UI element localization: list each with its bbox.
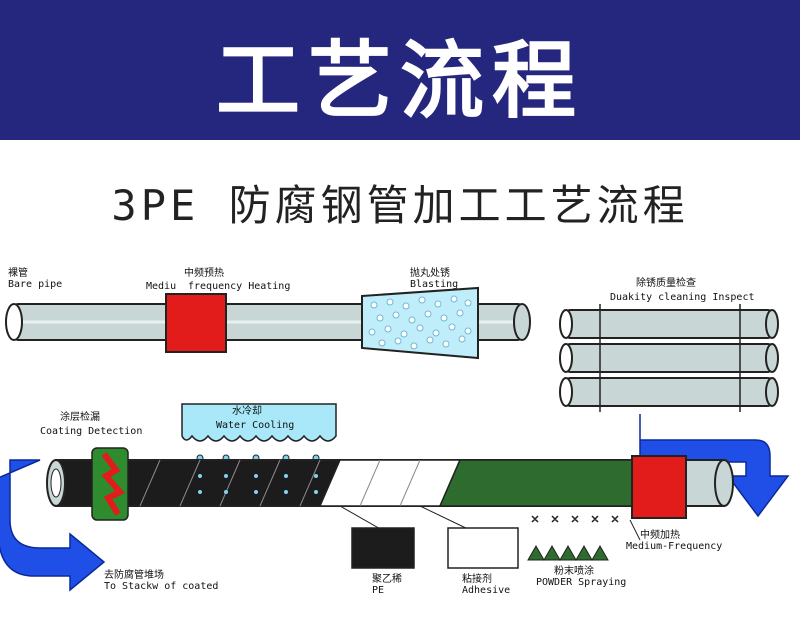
- coating-pipe: [46, 459, 734, 507]
- exit-arrow: [0, 459, 106, 592]
- page-title: 工艺流程: [215, 32, 584, 130]
- return-arrow: [639, 414, 790, 518]
- pe-swatch: [351, 527, 415, 569]
- header-banner: 工艺流程: [0, 0, 800, 140]
- preheat-label-en1: Mediu: [146, 281, 177, 292]
- preheat-label-zh: 中频预热: [184, 268, 224, 279]
- coating-detector: [91, 447, 129, 521]
- adhesive-swatch: [447, 527, 519, 569]
- page-subtitle: 3PE 防腐钢管加工工艺流程: [111, 181, 689, 230]
- inspect-label-zh: 除锈质量检查: [636, 278, 696, 289]
- powder-swatch: [527, 544, 609, 562]
- powder-spray-marks-under: [531, 515, 619, 523]
- preheat-heater: [165, 293, 227, 353]
- coating-detection-label-en: Coating Detection: [40, 426, 143, 437]
- preheat-label-en2: frequency Heating: [188, 281, 291, 292]
- medium-frequency-heater: [631, 455, 687, 519]
- inspection-pipes: [559, 304, 779, 412]
- water-cooling-label-zh: 水冷却: [232, 406, 262, 417]
- powder-spray-marks: [531, 513, 619, 521]
- water-cooling-label-en: Water Cooling: [216, 420, 295, 431]
- coating-detection-label-zh: 涂层检漏: [60, 412, 100, 423]
- blasting-chamber: [361, 286, 479, 360]
- inspect-label-en: Duakity cleaning Inspect: [610, 292, 755, 303]
